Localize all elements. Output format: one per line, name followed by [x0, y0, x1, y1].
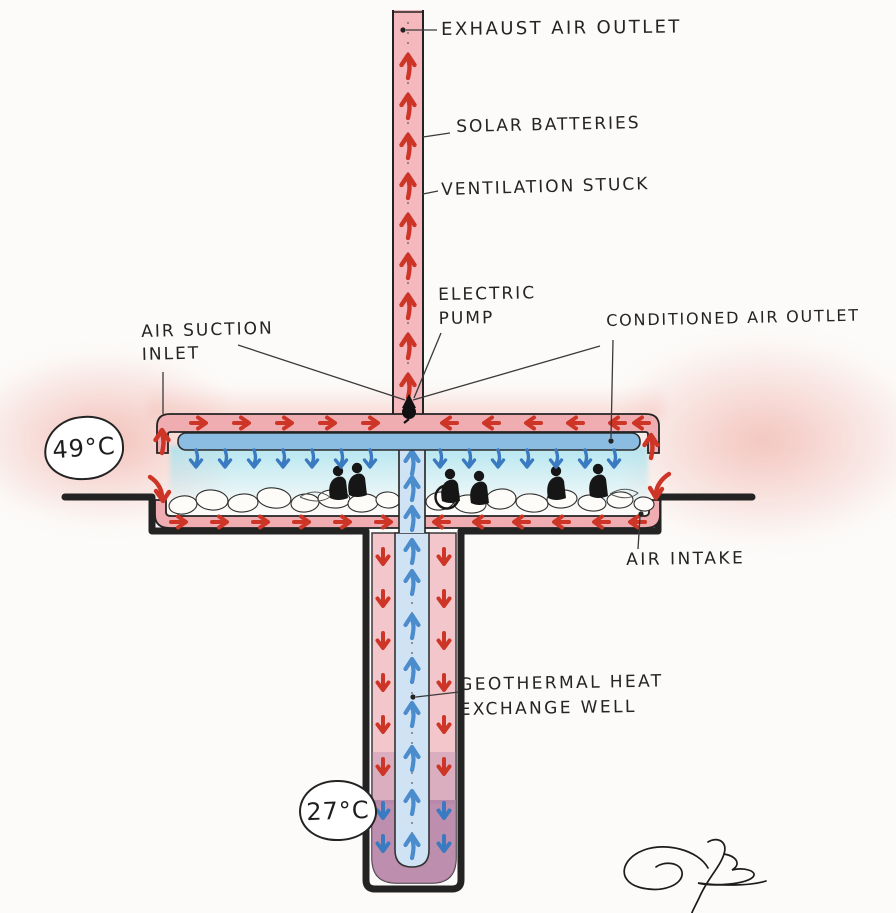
- label-air-suction-line1: AIR SUCTION: [141, 318, 274, 342]
- ground-line-and-well-casing: [61, 493, 756, 893]
- label-geothermal-heat-exchange-well: GEOTHERMAL HEAT EXCHANGE WELL: [459, 669, 664, 723]
- label-exhaust-air-outlet: EXHAUST AIR OUTLET: [441, 16, 682, 40]
- label-air-intake: AIR INTAKE: [626, 548, 746, 570]
- label-electric-pump-line2: PUMP: [438, 308, 495, 329]
- label-geothermal-line2: EXCHANGE WELL: [459, 696, 637, 720]
- signature: [623, 838, 767, 913]
- label-electric-pump-line1: ELECTRIC: [438, 283, 537, 305]
- label-geothermal-line1: GEOTHERMAL HEAT: [459, 671, 664, 695]
- label-air-suction-line2: INLET: [141, 343, 201, 365]
- well-inner-tube: [394, 532, 430, 868]
- label-solar-batteries: SOLAR BATTERIES: [456, 113, 641, 137]
- supply-pipe: [398, 448, 426, 533]
- label-air-suction-inlet: AIR SUCTION INLET: [141, 318, 275, 367]
- label-electric-pump: ELECTRIC PUMP: [438, 281, 537, 331]
- ventilation-stack: [392, 10, 424, 416]
- geothermal-well: [371, 532, 457, 884]
